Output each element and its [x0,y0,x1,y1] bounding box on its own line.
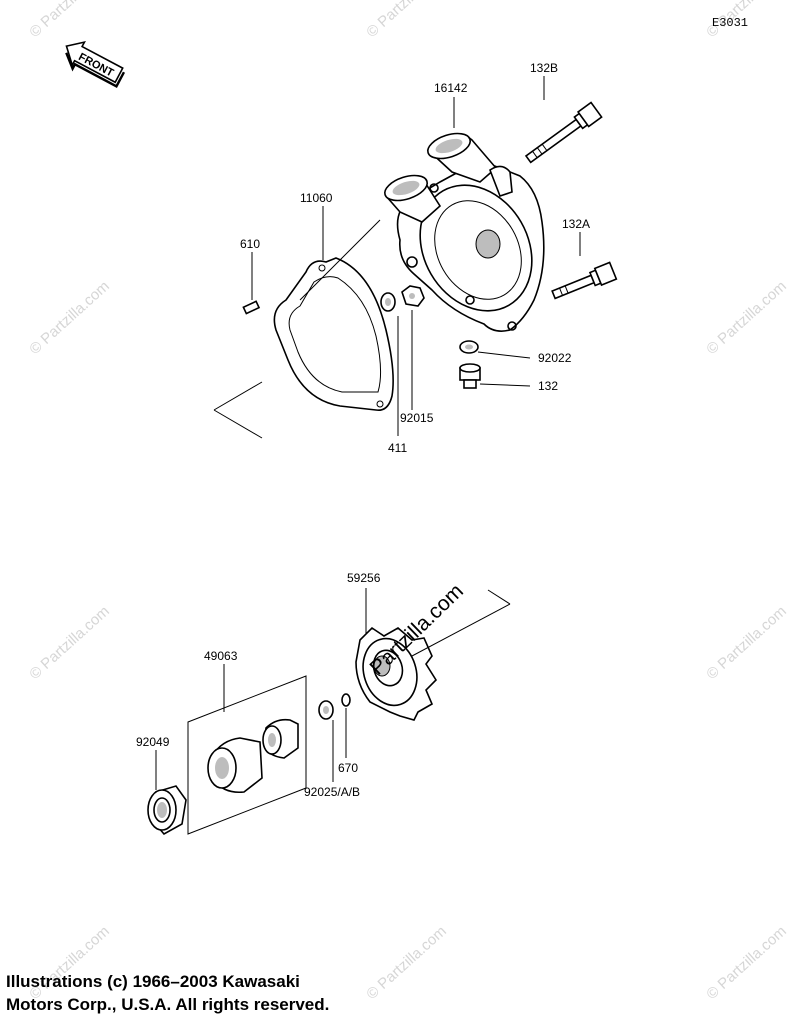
leader-lines-lower [155,588,511,790]
part-label-59256: 59256 [347,571,381,585]
leader-lines-upper [213,76,581,439]
watermark: © Partzilla.com [703,923,789,1003]
watermark-layer: © Partzilla.com © Partzilla.com © Partzi… [26,0,789,1003]
part-label-610: 610 [240,237,260,251]
pump-cover [384,132,545,332]
part-label-92049: 92049 [136,735,170,749]
copyright-notice: Illustrations (c) 1966–2003 Kawasaki Mot… [6,970,329,1016]
part-label-16142: 16142 [434,81,468,95]
diagram-code: E3031 [712,16,748,30]
part-label-92022: 92022 [538,351,572,365]
copyright-line-2: Motors Corp., U.S.A. All rights reserved… [6,995,330,1014]
part-label-670: 670 [338,761,358,775]
watermark: © Partzilla.com [703,603,789,683]
bolt-132b [524,101,603,164]
drain-bolt-132 [459,363,481,389]
copyright-line-1: Illustrations (c) 1966–2003 Kawasaki [6,972,300,991]
part-label-132a: 132A [562,217,590,231]
gasket-11060 [273,219,394,412]
watermark: © Partzilla.com [26,603,112,683]
pin-610 [242,300,261,315]
part-label-11060: 11060 [300,191,333,205]
impeller-59256 [355,626,438,721]
watermark: © Partzilla.com [363,0,449,41]
watermark: © Partzilla.com [363,923,449,1003]
watermark: © Partzilla.com [26,278,112,358]
o-ring-670 [341,693,351,707]
part-label-92015: 92015 [400,411,434,425]
part-label-132: 132 [538,379,558,393]
part-label-132b: 132B [530,61,558,75]
oil-seal-92049 [147,785,187,836]
watermark: © Partzilla.com [703,278,789,358]
part-label-49063: 49063 [204,649,238,663]
part-label-411: 411 [388,441,407,455]
front-arrow-icon: FRONT [65,40,126,88]
mechanical-seal-49063 [207,718,299,794]
part-label-92025: 92025/A/B [304,785,360,799]
seal-kit-box [187,675,307,835]
watermark: © Partzilla.com [26,0,112,41]
bolt-132a [551,261,618,300]
